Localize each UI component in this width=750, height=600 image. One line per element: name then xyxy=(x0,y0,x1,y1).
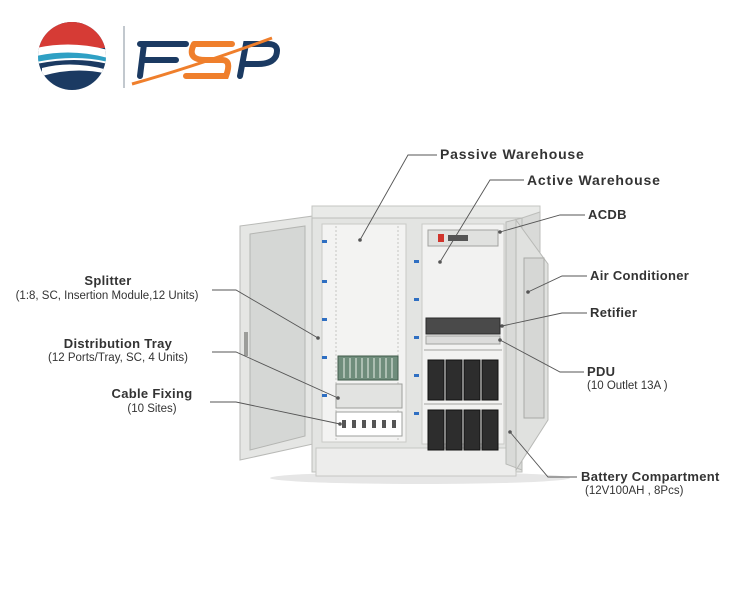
label-retifier: Retifier xyxy=(590,305,638,320)
fsp-wordmark xyxy=(131,36,280,86)
leader-dots xyxy=(316,230,530,434)
door-handle xyxy=(244,332,248,356)
label-acdb: ACDB xyxy=(588,207,627,222)
label-distribution-tray-title: Distribution Tray xyxy=(63,336,173,351)
hinge-markers xyxy=(322,240,419,415)
right-door xyxy=(505,217,549,472)
label-cable-fixing-detail: (10 Sites) xyxy=(127,403,177,415)
left-door xyxy=(239,215,314,461)
air-conditioner-unit xyxy=(523,257,545,419)
label-splitter-detail: (1:8, SC, Insertion Module,12 Units) xyxy=(15,290,199,302)
label-pdu-detail: (10 Outlet 13A ) xyxy=(587,380,668,392)
label-air-conditioner: Air Conditioner xyxy=(590,268,690,283)
cable-fixing xyxy=(335,411,403,437)
rectifier-unit xyxy=(425,317,501,335)
distribution-tray xyxy=(335,383,403,409)
label-active-warehouse: Active Warehouse xyxy=(527,172,661,188)
label-passive-warehouse: Passive Warehouse xyxy=(440,146,585,162)
label-battery-detail: (12V100AH , 8Pcs) xyxy=(585,485,684,497)
label-battery-title: Battery Compartment xyxy=(581,469,720,484)
cabinet-base xyxy=(315,447,517,477)
label-cable-fixing-title: Cable Fixing xyxy=(111,386,193,401)
label-distribution-tray-detail: (12 Ports/Tray, SC, 4 Units) xyxy=(48,352,188,364)
battery-row-2 xyxy=(427,409,499,451)
pdu-unit xyxy=(425,335,501,345)
active-compartment xyxy=(421,223,505,451)
battery-row-1 xyxy=(427,359,499,401)
fsp-logo xyxy=(38,22,280,90)
label-splitter-title: Splitter xyxy=(84,273,132,288)
passive-compartment xyxy=(321,223,407,443)
label-pdu-title: PDU xyxy=(587,364,616,379)
leader-lines xyxy=(210,154,587,478)
